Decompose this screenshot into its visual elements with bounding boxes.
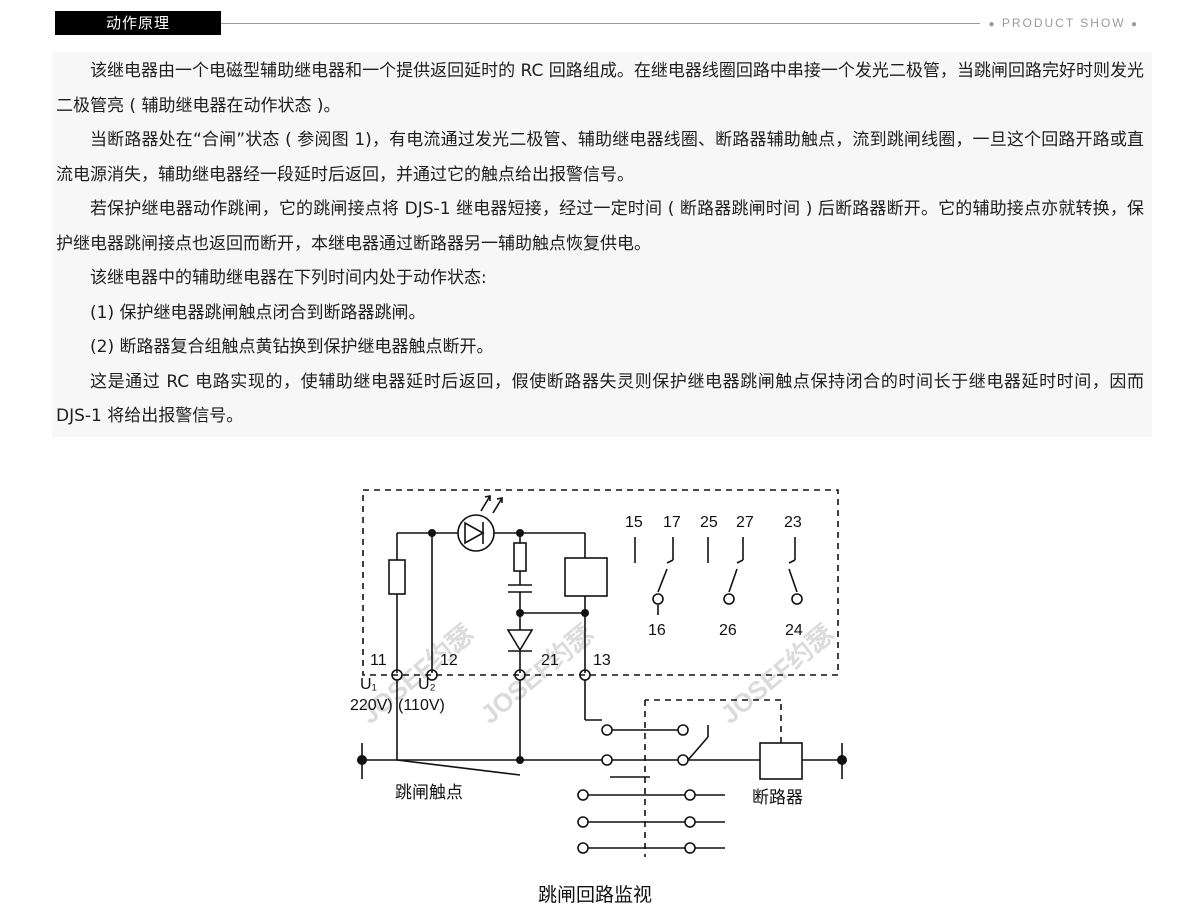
terminal-21-label: 21 — [541, 652, 559, 669]
terminal-13-label: 13 — [593, 652, 611, 669]
resistor-symbol — [388, 559, 406, 595]
voltage-110v-label: (110V) — [398, 697, 445, 714]
breaker-label: 断路器 — [752, 788, 803, 808]
terminal-16-label: 16 — [648, 622, 666, 639]
terminal-15-label: 15 — [625, 514, 643, 531]
diode-symbol — [506, 629, 534, 652]
terminal-25-label: 25 — [700, 514, 718, 531]
terminal-17-label: 17 — [663, 514, 681, 531]
product-show-label: ● PRODUCT SHOW ● — [980, 15, 1145, 33]
terminal-23-label: 23 — [784, 514, 802, 531]
circuit-schematic: JOSEF约瑟 JOSEF约瑟 JOSEF约瑟 — [350, 489, 847, 906]
terminal-26-label: 26 — [719, 622, 737, 639]
terminal-27-label: 27 — [736, 514, 754, 531]
trip-contact-label: 跳闸触点 — [395, 783, 463, 803]
paragraph-action-states: 该继电器中的辅助继电器在下列时间内处于动作状态: — [90, 268, 487, 288]
section-title-tab: 动作原理 — [55, 11, 221, 35]
paragraph-rc-circuit: 这是通过 RC 电路实现的，使辅助继电器延时后返回，假使断路器失灵则保护继电器跳… — [56, 371, 1144, 427]
terminal-24-label: 24 — [785, 622, 803, 639]
terminal-12-label: 12 — [440, 652, 458, 669]
breaker-coil-symbol — [759, 742, 803, 780]
voltage-u1-label: U₁ — [360, 676, 377, 693]
product-show-text: PRODUCT SHOW — [1001, 16, 1126, 30]
led-symbol — [457, 514, 495, 552]
bullet-dot-icon: ● — [988, 19, 997, 30]
trip-circuit-diagram: JOSEF约瑟 JOSEF约瑟 JOSEF约瑟 — [340, 475, 860, 921]
list-item-2: (2) 断路器复合组触点黄钻换到保护继电器触点断开。 — [90, 337, 494, 357]
relay-coil-symbol — [564, 557, 608, 597]
paragraph-intro: 该继电器由一个电磁型辅助继电器和一个提供返回延时的 RC 回路组成。在继电器线圈… — [56, 61, 1144, 116]
list-item-1: (1) 保护继电器跳闸触点闭合到断路器跳闸。 — [90, 302, 426, 323]
bullet-dot-icon: ● — [1130, 19, 1139, 30]
principle-text-block: 该继电器由一个电磁型辅助继电器和一个提供返回延时的 RC 回路组成。在继电器线圈… — [52, 52, 1152, 437]
voltage-u2-label: U₂ — [418, 676, 436, 693]
paragraph-closed-state: 当断路器处在“合闸”状态 ( 参阅图 1)，有电流通过发光二极管、辅助继电器线圈… — [56, 130, 1144, 185]
section-header: 动作原理 ● PRODUCT SHOW ● — [55, 11, 1145, 37]
paragraph-trip: 若保护继电器动作跳闸，它的跳闸接点将 DJS-1 继电器短接，经过一定时间 ( … — [56, 199, 1144, 254]
header-divider-line — [221, 23, 1145, 24]
voltage-220v-label: 220V) — [350, 697, 393, 714]
terminal-11-label: 11 — [370, 652, 387, 669]
diagram-caption: 跳闸回路监视 — [538, 884, 652, 906]
rc-resistor-symbol — [513, 542, 527, 572]
